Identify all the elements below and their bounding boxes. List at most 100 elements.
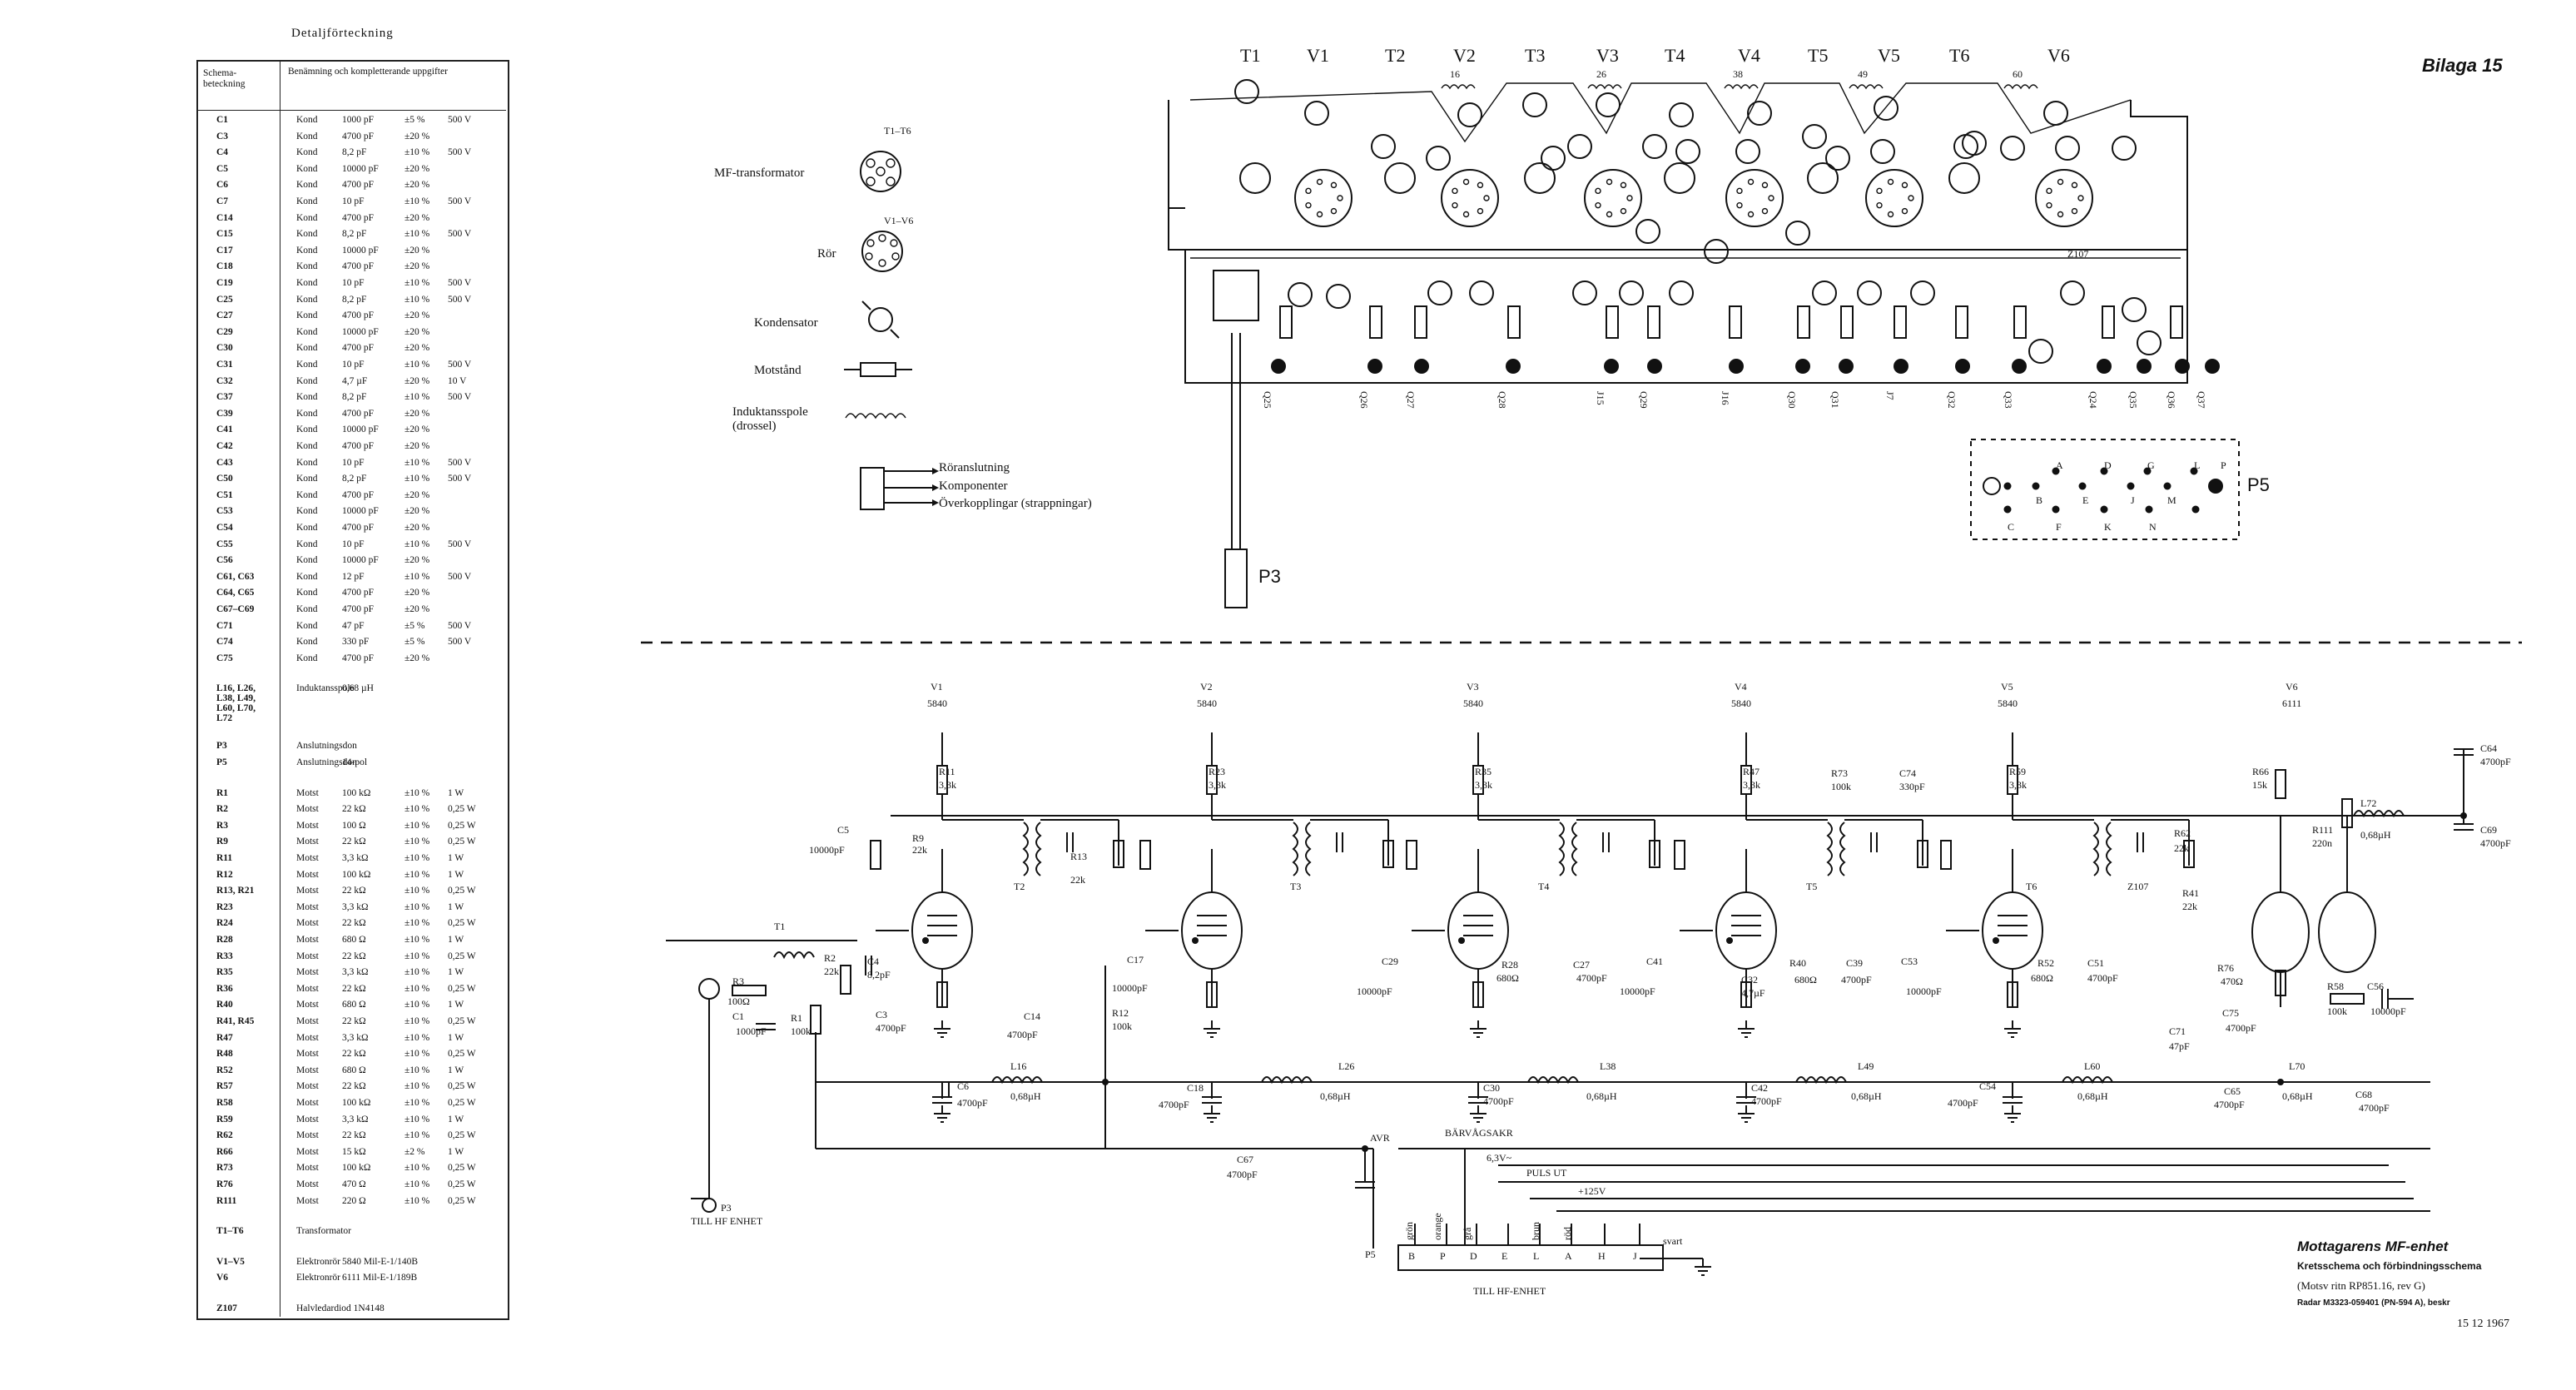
parts-cell: R59: [216, 1114, 233, 1124]
legend-overk: Överkopplingar (strappningar): [939, 497, 1092, 510]
label-c6: C6: [957, 1080, 970, 1092]
label-c5v: 10000pF: [809, 844, 845, 856]
parts-cell: 500 V: [448, 115, 472, 125]
board-layout: [1168, 100, 2240, 608]
parts-cell: C32: [216, 375, 233, 386]
parts-cell: 10000 pF: [342, 424, 379, 435]
label-r1v: 100k: [791, 1025, 811, 1037]
jack-point: [2175, 359, 2190, 374]
label-c53: C53: [1901, 956, 1918, 967]
parts-cell: ±10 %: [405, 457, 430, 468]
parts-cell: C5: [216, 163, 229, 174]
parts-cell: C55: [216, 539, 233, 549]
label-l49v: 0,68µH: [1851, 1090, 1882, 1102]
tube-name-V3: V3: [1467, 681, 1479, 693]
parts-cell: 500 V: [448, 229, 472, 240]
socket-pin: [2057, 178, 2064, 186]
parts-cell: Motst: [296, 853, 319, 863]
jack-point: [1955, 359, 1970, 374]
p5-pin-A: A: [1565, 1250, 1572, 1262]
socket-pin: [1305, 187, 1312, 195]
label-l60v: 0,68µH: [2077, 1090, 2108, 1102]
label-c32v: 4,7µF: [1741, 987, 1765, 999]
terminal-point: [1675, 139, 1700, 164]
parts-cell: C75: [216, 653, 233, 663]
label-l60: L60: [2084, 1060, 2101, 1072]
parts-cell: 10 pF: [342, 457, 365, 468]
parts-cell: ±20 %: [405, 310, 430, 321]
p5-pin-D: D: [1470, 1250, 1477, 1262]
parts-cell: Motst: [296, 836, 319, 847]
label-r73v: 100k: [1831, 781, 1851, 792]
parts-cell: Motst: [296, 967, 319, 978]
parts-cell: 1 W: [448, 901, 464, 912]
p5-pin: [2163, 482, 2171, 490]
terminal-point: [1304, 101, 1329, 126]
parts-cell: 8,2 pF: [342, 147, 367, 158]
tube-name-V4: V4: [1735, 681, 1747, 693]
parts-cell: 0,68 µH: [342, 683, 374, 694]
p5-pin: [2145, 505, 2153, 514]
parts-cell: 0,25 W: [448, 1081, 476, 1092]
label-r62: R62: [2174, 827, 2191, 839]
parts-cell: 500 V: [448, 457, 472, 468]
parts-cell: 22 kΩ: [342, 983, 366, 994]
terminal-point: [1572, 280, 1597, 305]
parts-cell: 1 W: [448, 787, 464, 798]
label-c65v: 4700pF: [2214, 1099, 2245, 1110]
vacuum-tube: [911, 891, 973, 970]
terminal-point: [2043, 101, 2068, 126]
if-transformer: [1305, 822, 1312, 876]
parts-cell: ±5 %: [405, 115, 425, 125]
socket-pin: [1901, 207, 1908, 215]
parts-cell: Motst: [296, 951, 319, 961]
terminal-point: [1812, 280, 1837, 305]
resistor: [1406, 840, 1417, 870]
parts-cell: V6: [216, 1273, 229, 1283]
parts-cell: Kond: [296, 229, 318, 240]
label-v125: +125V: [1578, 1185, 1606, 1197]
parts-cell: 12 pF: [342, 571, 365, 582]
label-c67: C67: [1237, 1154, 1254, 1165]
parts-cell: R9: [216, 836, 229, 847]
socket-pin: [1606, 178, 1613, 186]
parts-cell: C53: [216, 506, 233, 517]
terminal-point: [1669, 102, 1694, 127]
parts-cell: V1–V5: [216, 1256, 245, 1267]
parts-cell: 0,25 W: [448, 918, 476, 929]
parts-cell: Kond: [296, 523, 318, 533]
label-r41: R41: [2182, 887, 2200, 899]
label-c71: C71: [2169, 1025, 2186, 1037]
transformer-label-T6: T6: [1949, 45, 1970, 66]
label-r52v: 680Ω: [2031, 972, 2053, 984]
tube-type-V2: 5840: [1197, 697, 1217, 709]
parts-cell: Motst: [296, 1000, 319, 1010]
parts-cell: ±10 %: [405, 147, 430, 158]
label-c51: C51: [2087, 957, 2105, 969]
parts-cell: Z107: [216, 1303, 237, 1313]
socket-pin: [1626, 195, 1633, 201]
terminal-point: [2028, 339, 2053, 364]
parts-cell: Anslutningsdon: [296, 757, 357, 767]
jack-point: [1414, 359, 1429, 374]
label-r2v: 22k: [824, 966, 839, 977]
label-r62v: 22k: [2174, 842, 2189, 854]
resistor: [1674, 840, 1685, 870]
label-c30: C30: [1483, 1082, 1501, 1094]
socket-pin: [2057, 211, 2064, 218]
parts-cell: ±10 %: [405, 1049, 430, 1060]
label-c3v: 4700pF: [876, 1022, 906, 1034]
label-p5: P5: [1365, 1249, 1376, 1260]
parts-cell: 1 W: [448, 869, 464, 880]
board-resistor: [1894, 305, 1907, 339]
parts-cell: R1: [216, 787, 229, 798]
label-r40v: 680Ω: [1794, 974, 1817, 985]
label-r12v: 100k: [1112, 1020, 1132, 1032]
parts-cell: Kond: [296, 457, 318, 468]
